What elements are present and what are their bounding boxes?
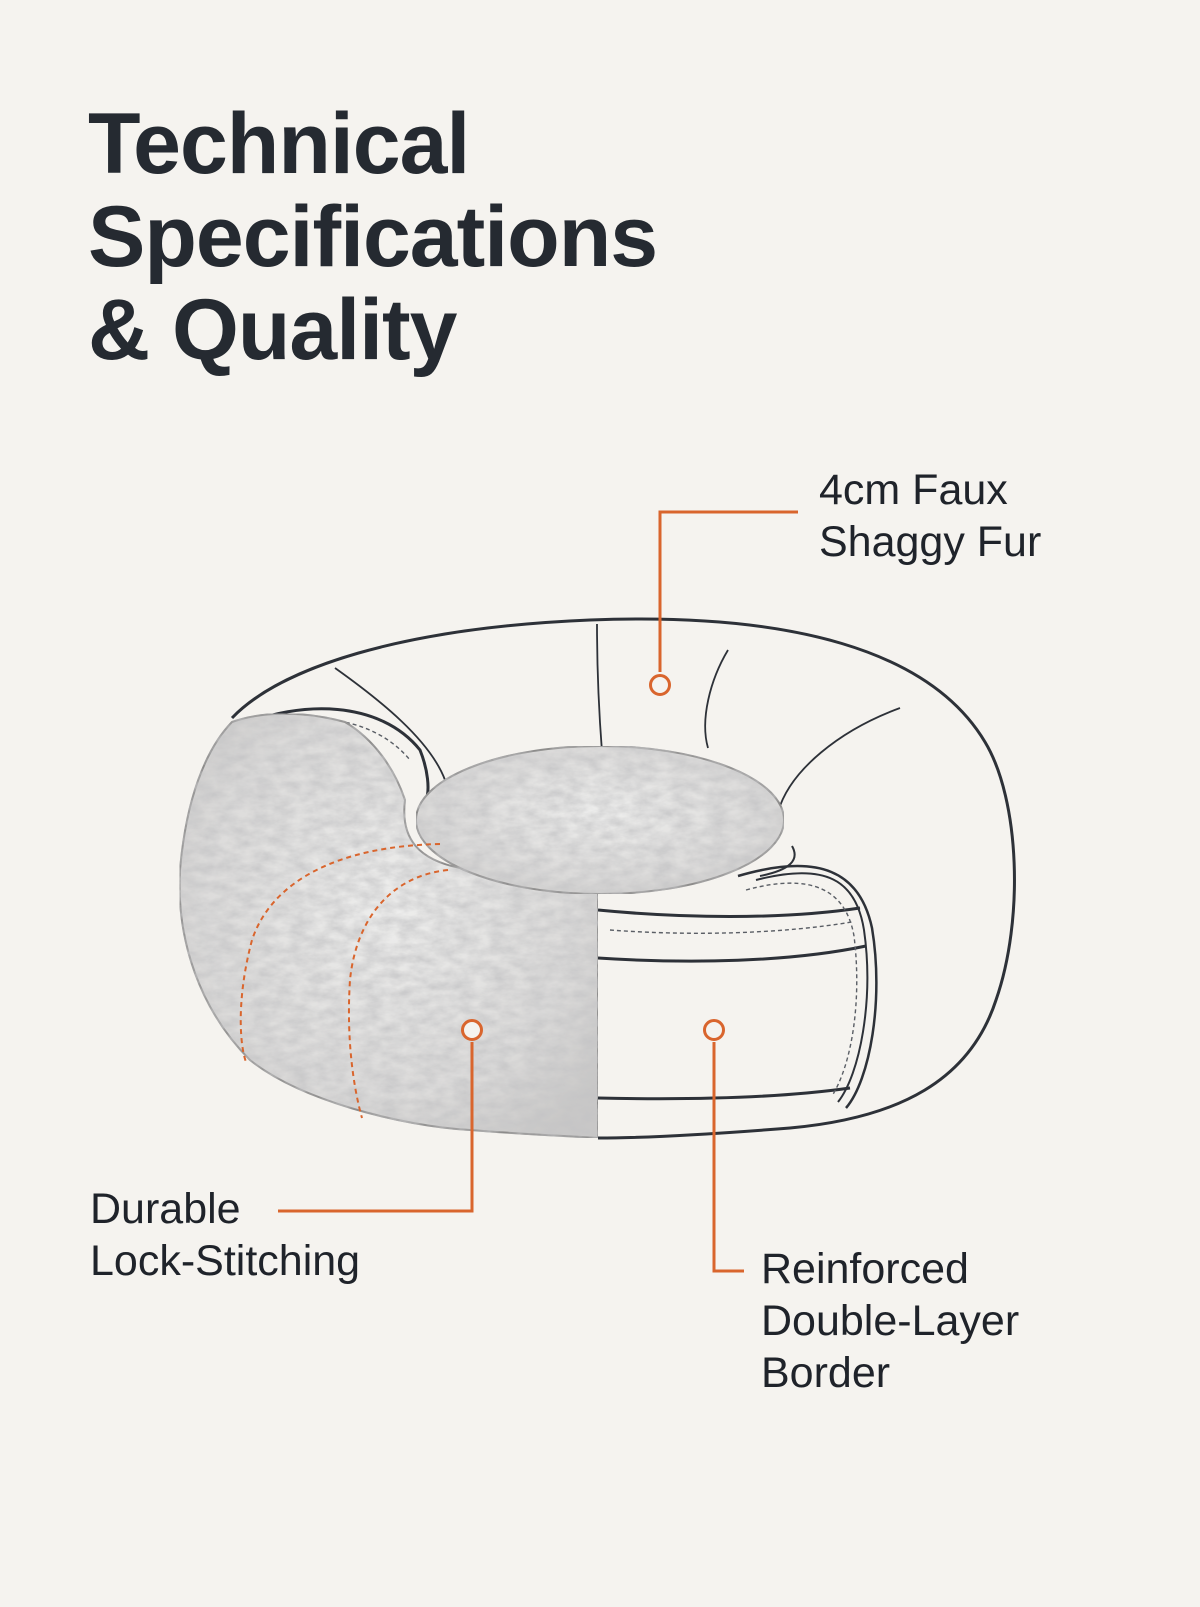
callout-fur-line-2: Shaggy Fur (819, 518, 1042, 566)
callout-fur-label: 4cm Faux Shaggy Fur (819, 464, 1041, 568)
title-line-3: & Quality (88, 282, 458, 378)
border-marker-icon (703, 1019, 725, 1041)
title-line-1: Technical (88, 96, 470, 192)
callout-border-line-2: Double-Layer (761, 1297, 1020, 1345)
bed-outline (230, 617, 1016, 1140)
page-title: Technical Specifications & Quality (88, 98, 848, 377)
fur-leader-line (658, 510, 798, 672)
callout-border-line-3: Border (761, 1349, 891, 1397)
border-leader-line (712, 1042, 744, 1273)
callout-border-line-1: Reinforced (761, 1245, 969, 1293)
callout-stitching-line-1: Durable (90, 1185, 241, 1233)
callout-leaders (278, 510, 798, 1273)
callout-fur-line-1: 4cm Faux (819, 466, 1008, 514)
fur-marker-icon (649, 674, 671, 696)
title-line-2: Specifications (88, 189, 658, 285)
callout-border-label: Reinforced Double-Layer Border (761, 1243, 1019, 1399)
callout-stitching-line-2: Lock-Stitching (90, 1237, 361, 1285)
stitching-leader-line (278, 1042, 474, 1213)
fur-cutaway-section (178, 712, 599, 1140)
stitching-marker-icon (461, 1019, 483, 1041)
fur-inner-cushion (415, 745, 785, 895)
callout-stitching-label: Durable Lock-Stitching (90, 1183, 360, 1287)
lock-stitching-marks (239, 843, 449, 1119)
